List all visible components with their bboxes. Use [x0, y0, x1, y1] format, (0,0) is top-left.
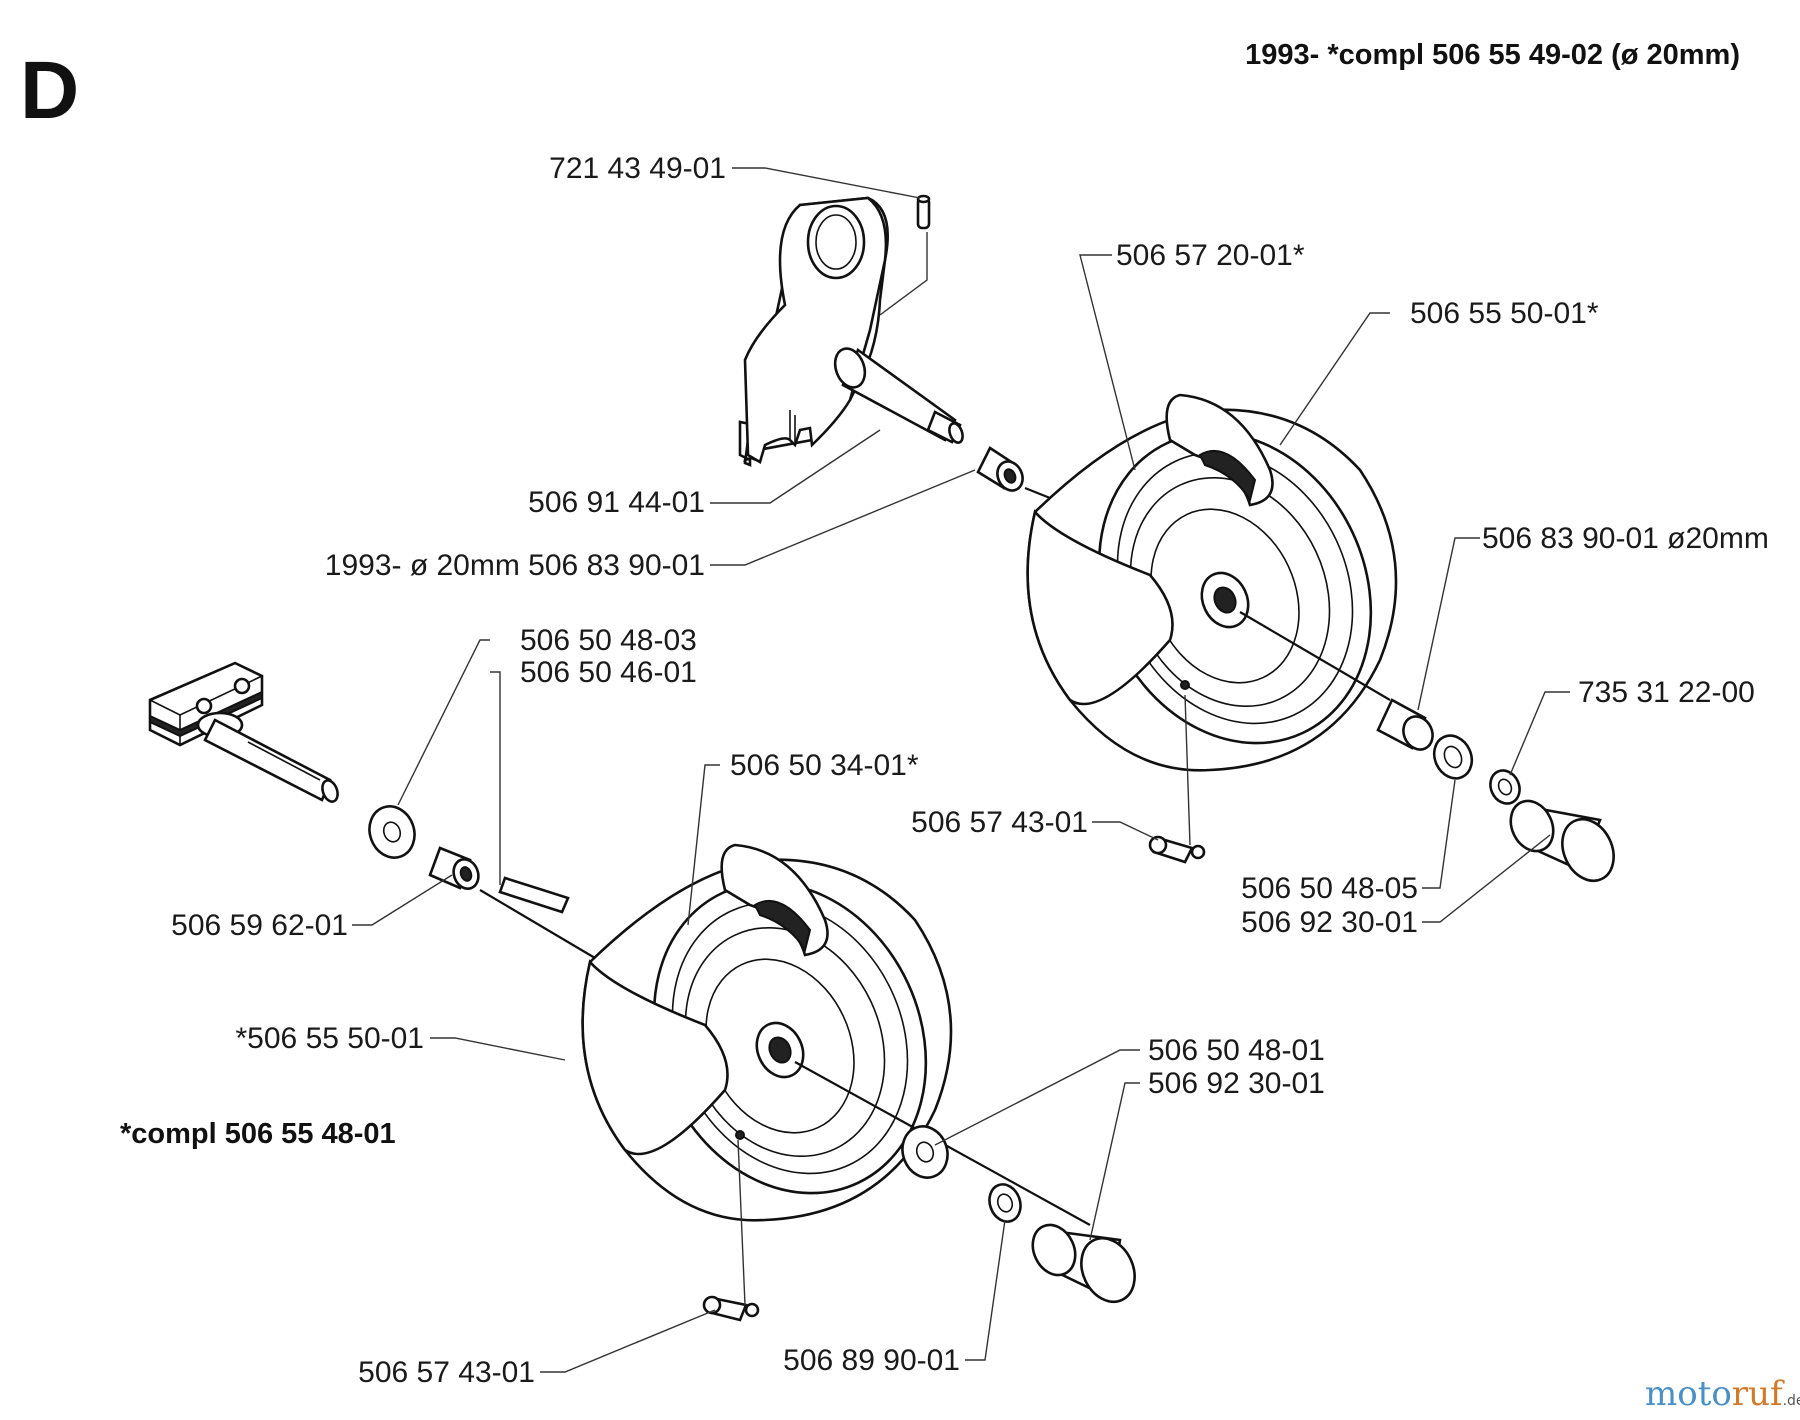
- lower-axle-line-a: [479, 889, 596, 959]
- label-506-50-48-03: 506 50 48-03: [520, 624, 697, 657]
- upper-wheel: [1026, 393, 1398, 772]
- label-506-92-30-01-lower: 506 92 30-01: [1148, 1067, 1325, 1100]
- upper-circlip: [1489, 769, 1521, 805]
- watermark-logo: motoruf.de: [1645, 1374, 1800, 1414]
- label-506-55-50-01-lower: *506 55 50-01: [236, 1022, 425, 1055]
- label-721-43-49-01: 721 43 49-01: [549, 152, 726, 185]
- bracket-plate: [738, 196, 889, 467]
- label-506-83-90-01-upper-right: 506 83 90-01 ø20mm: [1482, 522, 1769, 555]
- lower-valve-stem: [702, 1295, 760, 1322]
- upper-axle-shaft: [833, 347, 964, 444]
- label-506-91-44-01: 506 91 44-01: [528, 486, 705, 519]
- footnote: *compl 506 55 48-01: [120, 1118, 396, 1150]
- lower-circlip: [988, 1183, 1022, 1223]
- upper-washer: [1432, 734, 1474, 780]
- upper-hub-cap: [1509, 799, 1615, 883]
- label-506-89-90-01: 506 89 90-01: [783, 1344, 960, 1377]
- label-506-57-20-01: 506 57 20-01*: [1116, 239, 1305, 272]
- upper-bushing: [976, 446, 1024, 492]
- upper-bushing-right: [1376, 698, 1434, 751]
- label-506-83-90-01-upper-left: 1993- ø 20mm 506 83 90-01: [325, 549, 705, 582]
- label-735-31-22-00: 735 31 22-00: [1578, 676, 1755, 709]
- leader-lines: [352, 167, 1570, 1373]
- lower-axle-bracket: [148, 661, 339, 803]
- upper-valve-stem: [1148, 835, 1206, 864]
- header-note: 1993- *compl 506 55 49-02 (ø 20mm): [1245, 39, 1740, 71]
- upper-axle-line-b: [1239, 611, 1391, 701]
- label-506-50-46-01: 506 50 46-01: [520, 656, 697, 689]
- lower-hub-cap: [1031, 1223, 1136, 1304]
- lower-washer-a: [368, 805, 416, 859]
- watermark-part2: ruf: [1732, 1374, 1785, 1414]
- svg-text:motoruf.de: motoruf.de: [1645, 1374, 1800, 1414]
- lower-wheel: [581, 843, 953, 1222]
- lower-bushing: [428, 846, 480, 890]
- spring-pin: [916, 194, 931, 230]
- lower-washer-b: [901, 1125, 949, 1179]
- label-506-50-34-01: 506 50 34-01*: [730, 749, 919, 782]
- label-506-92-30-01-upper: 506 92 30-01: [1241, 906, 1418, 939]
- label-506-57-43-01-lower: 506 57 43-01: [358, 1356, 535, 1389]
- key: [498, 876, 570, 914]
- label-506-50-48-01: 506 50 48-01: [1148, 1034, 1325, 1067]
- label-506-59-62-01: 506 59 62-01: [171, 909, 348, 942]
- watermark-suffix: .de: [1783, 1393, 1800, 1409]
- label-506-50-48-05: 506 50 48-05: [1241, 872, 1418, 905]
- section-letter: D: [20, 45, 79, 136]
- label-506-57-43-01-upper: 506 57 43-01: [911, 806, 1088, 839]
- watermark-part1: moto: [1645, 1374, 1732, 1414]
- label-506-55-50-01-upper: 506 55 50-01*: [1410, 297, 1599, 330]
